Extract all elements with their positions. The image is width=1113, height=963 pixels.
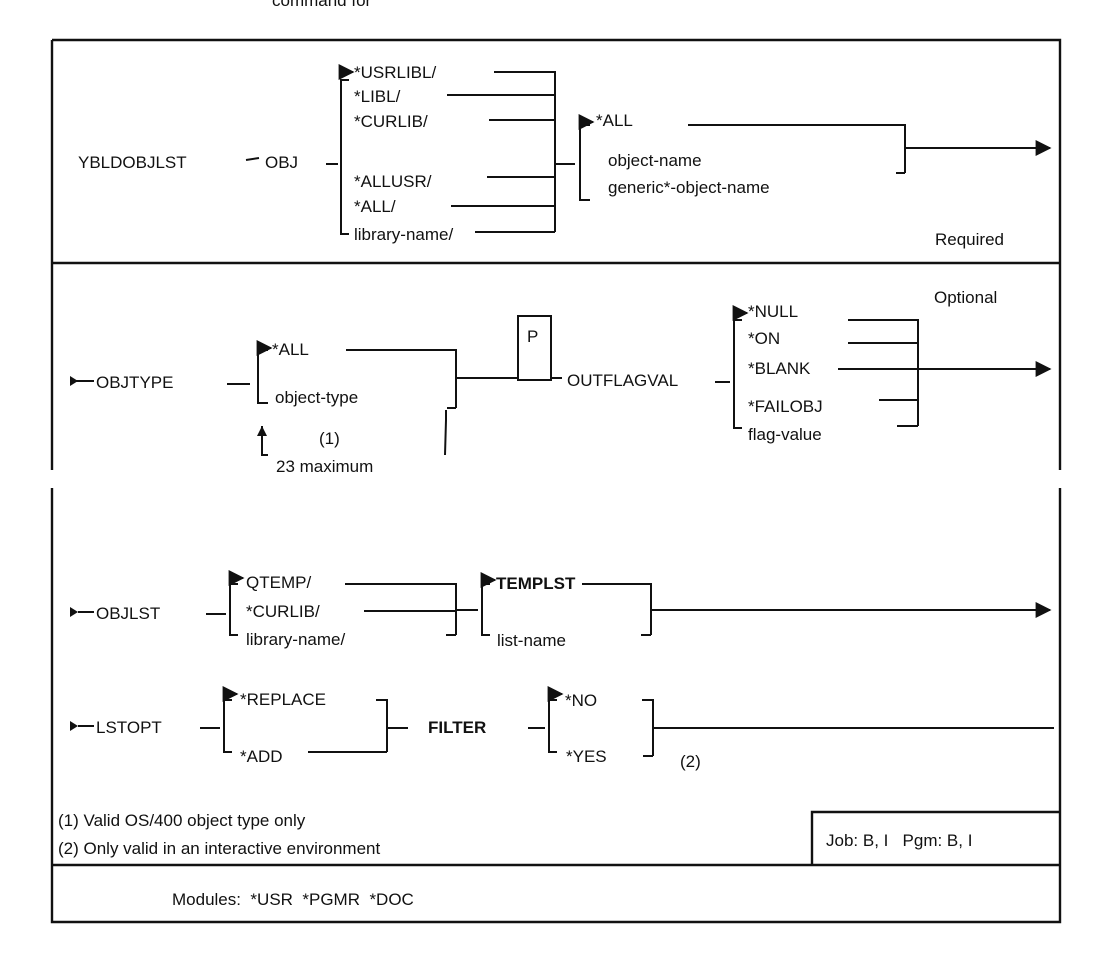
obj-lib-option: *ALL/ (354, 197, 396, 216)
obj-keyword: OBJ (265, 153, 298, 172)
filter-keyword: FILTER (428, 718, 486, 737)
lstopt-section: LSTOPT *REPLACE *ADD FILTER *NO *YES (2) (70, 686, 1054, 771)
required-label: Required (935, 230, 1004, 249)
lstopt-keyword: LSTOPT (96, 718, 162, 737)
obj-object-option: object-name (608, 151, 702, 170)
optional-label: Optional (934, 288, 997, 307)
obj-object-option: *ALL (596, 111, 633, 130)
outflagval-option: *FAILOBJ (748, 397, 823, 416)
frame (50, 38, 1062, 924)
objlst-lib-option: library-name/ (246, 630, 345, 649)
lstopt-option: *ADD (240, 747, 283, 766)
repeat-note: (1) (319, 429, 340, 448)
obj-lib-option: *CURLIB/ (354, 112, 428, 131)
objlst-section: OBJLST QTEMP/ *CURLIB/ library-name/ TEM… (70, 570, 1052, 650)
footnote: (2) Only valid in an interactive environ… (58, 839, 380, 858)
top-cut-text: command for (272, 0, 372, 10)
obj-lib-option: *USRLIBL/ (354, 63, 436, 82)
objtype-section: OBJTYPE *ALL object-type (1) 23 maximum … (70, 288, 1052, 476)
obj-lib-option: library-name/ (354, 225, 453, 244)
objlst-lib-option: *CURLIB/ (246, 602, 320, 621)
job-pgm-label: Job: B, I Pgm: B, I (826, 831, 972, 850)
footnote: (1) Valid OS/400 object type only (58, 811, 306, 830)
obj-lib-option: *ALLUSR/ (354, 172, 432, 191)
objlst-list-option: list-name (497, 631, 566, 650)
obj-lib-option: *LIBL/ (354, 87, 401, 106)
outflagval-option: *NULL (748, 302, 798, 321)
objtype-keyword: OBJTYPE (96, 373, 173, 392)
outflagval-option: *BLANK (748, 359, 811, 378)
outflagval-option: flag-value (748, 425, 822, 444)
outflagval-keyword: OUTFLAGVAL (567, 371, 678, 390)
footer: (1) Valid OS/400 object type only (2) On… (58, 811, 972, 909)
frame-top-section (52, 38, 1062, 470)
repeat-label: 23 maximum (276, 457, 373, 476)
obj-object-option: generic*-object-name (608, 178, 770, 197)
lstopt-option: *REPLACE (240, 690, 326, 709)
modules-label: Modules: *USR *PGMR *DOC (172, 890, 414, 909)
objlst-lib-option: QTEMP/ (246, 573, 311, 592)
job-pgm-box (810, 810, 1060, 865)
objtype-option: object-type (275, 388, 358, 407)
positional-box (517, 315, 552, 381)
positional-marker: P (527, 327, 538, 346)
filter-note: (2) (680, 752, 701, 771)
filter-option: *NO (565, 691, 597, 710)
outflagval-option: *ON (748, 329, 780, 348)
objtype-option: *ALL (272, 340, 309, 359)
objlst-keyword: OBJLST (96, 604, 160, 623)
frame-bottom-section (50, 488, 1062, 924)
filter-option: *YES (566, 747, 607, 766)
objlst-list-option: TEMPLST (496, 574, 576, 593)
command-name: YBLDOBJLST (78, 153, 187, 172)
obj-section: YBLDOBJLST OBJ *USRLIBL/ *LIBL/ *CURLIB/… (78, 63, 1052, 249)
